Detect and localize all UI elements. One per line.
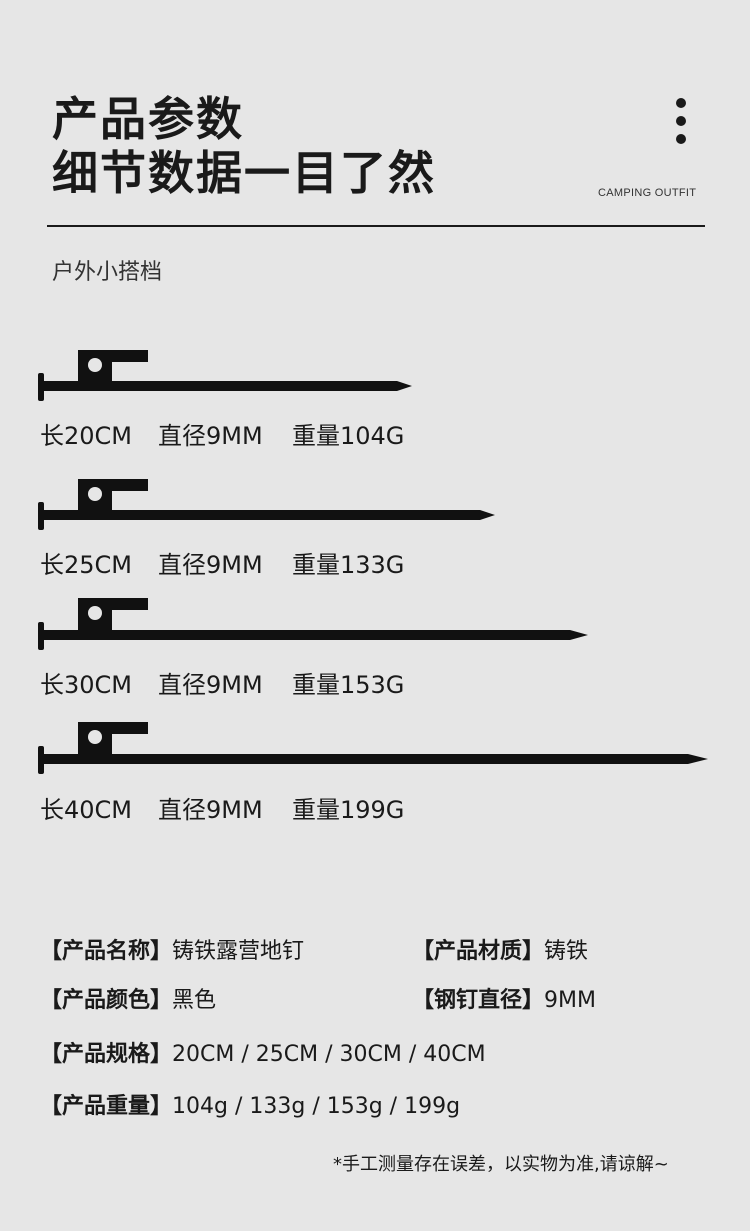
spec-weights: 【产品重量】104g / 133g / 153g / 199g — [40, 1088, 460, 1120]
page-title-line-2: 细节数据一目了然 — [52, 146, 436, 200]
stake-25cm-image — [38, 479, 495, 530]
spec-key: 【产品材质】 — [412, 939, 545, 964]
stake-length: 长20CM — [40, 422, 133, 450]
stake-weight: 重量199G — [292, 796, 405, 824]
stake-diameter: 直径9MM — [158, 422, 263, 450]
stake-weight: 重量153G — [292, 671, 405, 699]
spec-key: 【产品重量】 — [40, 1094, 173, 1119]
spec-value: 104g / 133g / 153g / 199g — [172, 1094, 461, 1119]
spec-color: 【产品颜色】黑色 — [40, 982, 216, 1014]
spec-value: 铸铁露营地钉 — [172, 939, 305, 964]
spec-key: 【产品名称】 — [40, 939, 173, 964]
stake-weight: 重量133G — [292, 551, 405, 579]
stake-spec-row-40: 长40CM 直径9MM 重量199G — [40, 790, 404, 825]
stake-spec-row-25: 长25CM 直径9MM 重量133G — [40, 545, 404, 580]
stake-weight: 重量104G — [292, 422, 405, 450]
spec-product-name: 【产品名称】铸铁露营地钉 — [40, 933, 304, 965]
stake-diameter: 直径9MM — [158, 796, 263, 824]
spec-value: 铸铁 — [544, 939, 589, 964]
page-title-line-1: 产品参数 — [52, 92, 244, 146]
stake-length: 长25CM — [40, 551, 133, 579]
spec-nail-diameter: 【钢钉直径】9MM — [412, 982, 596, 1014]
spec-sizes: 【产品规格】20CM / 25CM / 30CM / 40CM — [40, 1036, 486, 1068]
spec-value: 20CM / 25CM / 30CM / 40CM — [172, 1042, 486, 1067]
stake-20cm-image — [38, 350, 412, 401]
header-divider — [47, 225, 705, 227]
stake-spec-row-30: 长30CM 直径9MM 重量153G — [40, 665, 404, 700]
more-dots-icon — [676, 98, 688, 152]
stake-length: 长40CM — [40, 796, 133, 824]
spec-material: 【产品材质】铸铁 — [412, 933, 588, 965]
measurement-note: *手工测量存在误差，以实物为准,请谅解~ — [333, 1154, 669, 1175]
stake-diameter: 直径9MM — [158, 671, 263, 699]
spec-key: 【钢钉直径】 — [412, 988, 545, 1013]
subtitle: 户外小搭档 — [52, 260, 163, 285]
spec-value: 9MM — [544, 988, 596, 1013]
stake-diameter: 直径9MM — [158, 551, 263, 579]
spec-value: 黑色 — [172, 988, 217, 1013]
spec-key: 【产品规格】 — [40, 1042, 173, 1067]
stake-30cm-image — [38, 598, 588, 650]
stake-spec-row-20: 长20CM 直径9MM 重量104G — [40, 416, 404, 451]
spec-key: 【产品颜色】 — [40, 988, 173, 1013]
stake-40cm-image — [38, 722, 708, 774]
brand-tag: CAMPING OUTFIT — [598, 187, 697, 199]
stake-length: 长30CM — [40, 671, 133, 699]
